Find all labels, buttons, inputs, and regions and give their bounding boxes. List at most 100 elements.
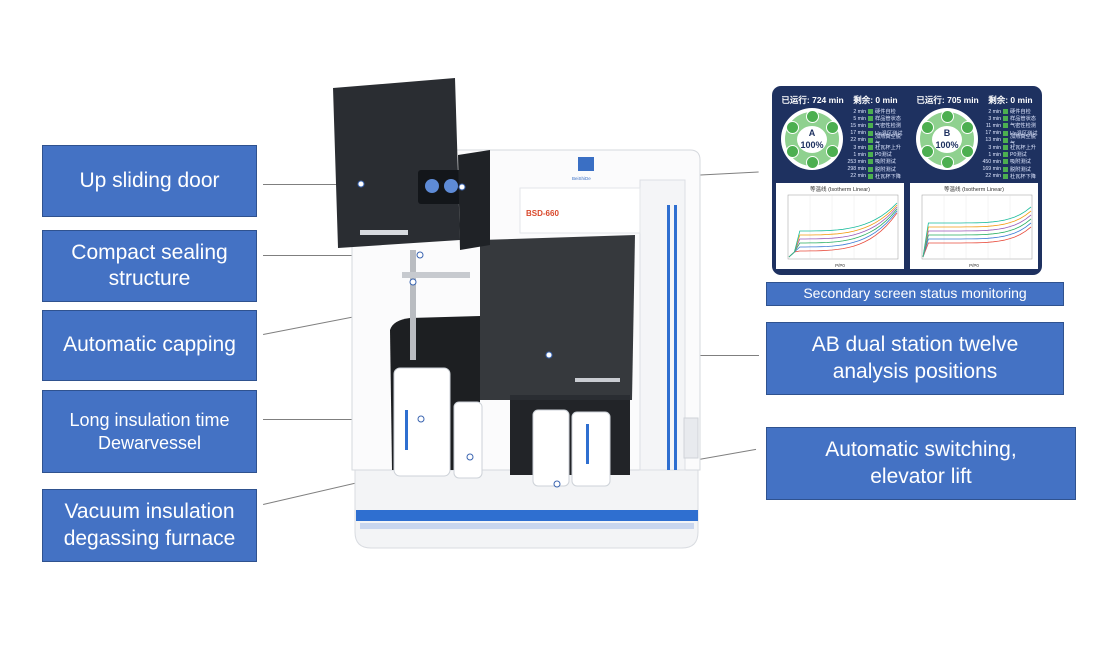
leader-line-sealing [263,255,418,256]
label-dual-station: AB dual station twelve analysis position… [766,322,1064,395]
callout-dot-furnace [466,453,474,461]
isotherm-curve [922,206,1032,258]
vent [683,417,699,459]
step-name: 杜瓦杯上升 [1010,145,1036,152]
station-a-carousel: A 100% [781,108,843,170]
check-icon [868,145,873,151]
plot-xlabel: P/P0 [835,263,845,268]
step-time: 1 min [853,151,866,158]
step-time: 3 min [853,144,866,151]
hood-window [418,170,470,204]
callout-dot-seal [416,251,424,259]
leader-line-dewar [263,419,421,420]
station-b-carousel: B 100% [916,108,978,170]
base-shadow [360,523,694,529]
step-time: 15 min [850,122,866,129]
position-dot [786,145,799,158]
leader-line-up-sliding-door [263,184,361,185]
remain-value: 0 min [875,95,898,105]
isotherm-curve [922,210,1032,258]
step-time: 17 min [850,130,866,137]
right-door [480,235,635,400]
check-icon [868,159,873,165]
capping-rod [410,250,416,360]
callout-dot-dewar [417,415,425,423]
step-time: 253 min [847,158,866,165]
run-value: 705 min [947,95,979,105]
label-dewar-vessel: Long insulation time Dewarvessel [42,390,257,473]
check-icon [867,137,873,143]
position-dot [921,145,934,158]
position-dot [806,110,819,123]
isotherm-curve [922,226,1032,258]
remain-label: 剩余: [988,95,1009,105]
step-name: 硬件自检 [1010,109,1031,116]
isotherm-curve [922,222,1032,258]
base-blue-stripe [356,510,698,521]
check-icon [1003,116,1008,122]
station-letter: A [808,128,816,138]
station-letter: B [943,128,951,138]
right-panel [639,179,686,471]
check-icon [868,116,873,122]
position-dot [921,121,934,134]
blue-line-1 [667,205,670,470]
step-time: 3 min [988,115,1001,122]
isotherm-curve [788,204,898,258]
label-degassing-furnace: Vacuum insulation degassing furnace [42,489,257,562]
step-name: 硬件自检 [875,109,896,116]
step-time: 22 min [850,173,866,180]
isotherm-curve [922,214,1032,258]
step-name: P0测试 [1010,152,1027,159]
station-b-isotherm-plot: 等温线 (Isotherm Linear) P/P0 [910,183,1038,269]
step-time: 2 min [853,108,866,115]
station-a-isotherm-plot: 等温线 (Isotherm Linear) P/P0 [776,183,904,269]
position-dot [826,121,839,134]
callout-dot-screen [458,183,466,191]
plot-frame [787,194,899,260]
position-dot [961,145,974,158]
step-time: 17 min [985,130,1001,137]
blue-line-2 [674,205,677,470]
step-row: 1 min P0测试 [846,151,906,159]
isotherm-curve [788,202,898,258]
plot-title: 等温线 (Isotherm Linear) [810,187,870,193]
run-value: 724 min [812,95,844,105]
callout-dot-cap [409,278,417,286]
step-name: 吸附测试 [1010,159,1031,166]
check-icon [1003,159,1008,165]
station-b-center: B 100% [932,126,962,153]
step-time: 13 min [985,137,1001,144]
check-icon [1002,137,1008,143]
step-name: 气密性检测 [1010,123,1036,130]
step-name: 加热真空脱气 [874,134,901,148]
check-icon [1003,109,1008,115]
step-time: 169 min [982,166,1001,173]
upper-right-hood [458,150,490,250]
check-icon [868,123,873,129]
station-b-header: 已运行: 705 min 剩余: 0 min [907,94,1042,106]
hood-screen-b [444,179,458,193]
degassing-furnace [453,401,483,479]
position-dot [941,110,954,123]
label-automatic-capping: Automatic capping [42,310,257,381]
check-icon [868,173,873,179]
remain-value: 0 min [1010,95,1033,105]
check-icon [1003,166,1008,172]
callout-dot-dual [545,351,553,359]
step-name: 脱附测试 [875,166,896,173]
station-percent: 100% [935,140,959,150]
step-name: P0测试 [875,152,892,159]
callout-dot-elevator [553,480,561,488]
label-secondary-screen: Secondary screen status monitoring [766,282,1064,306]
station-percent: 100% [800,140,824,150]
